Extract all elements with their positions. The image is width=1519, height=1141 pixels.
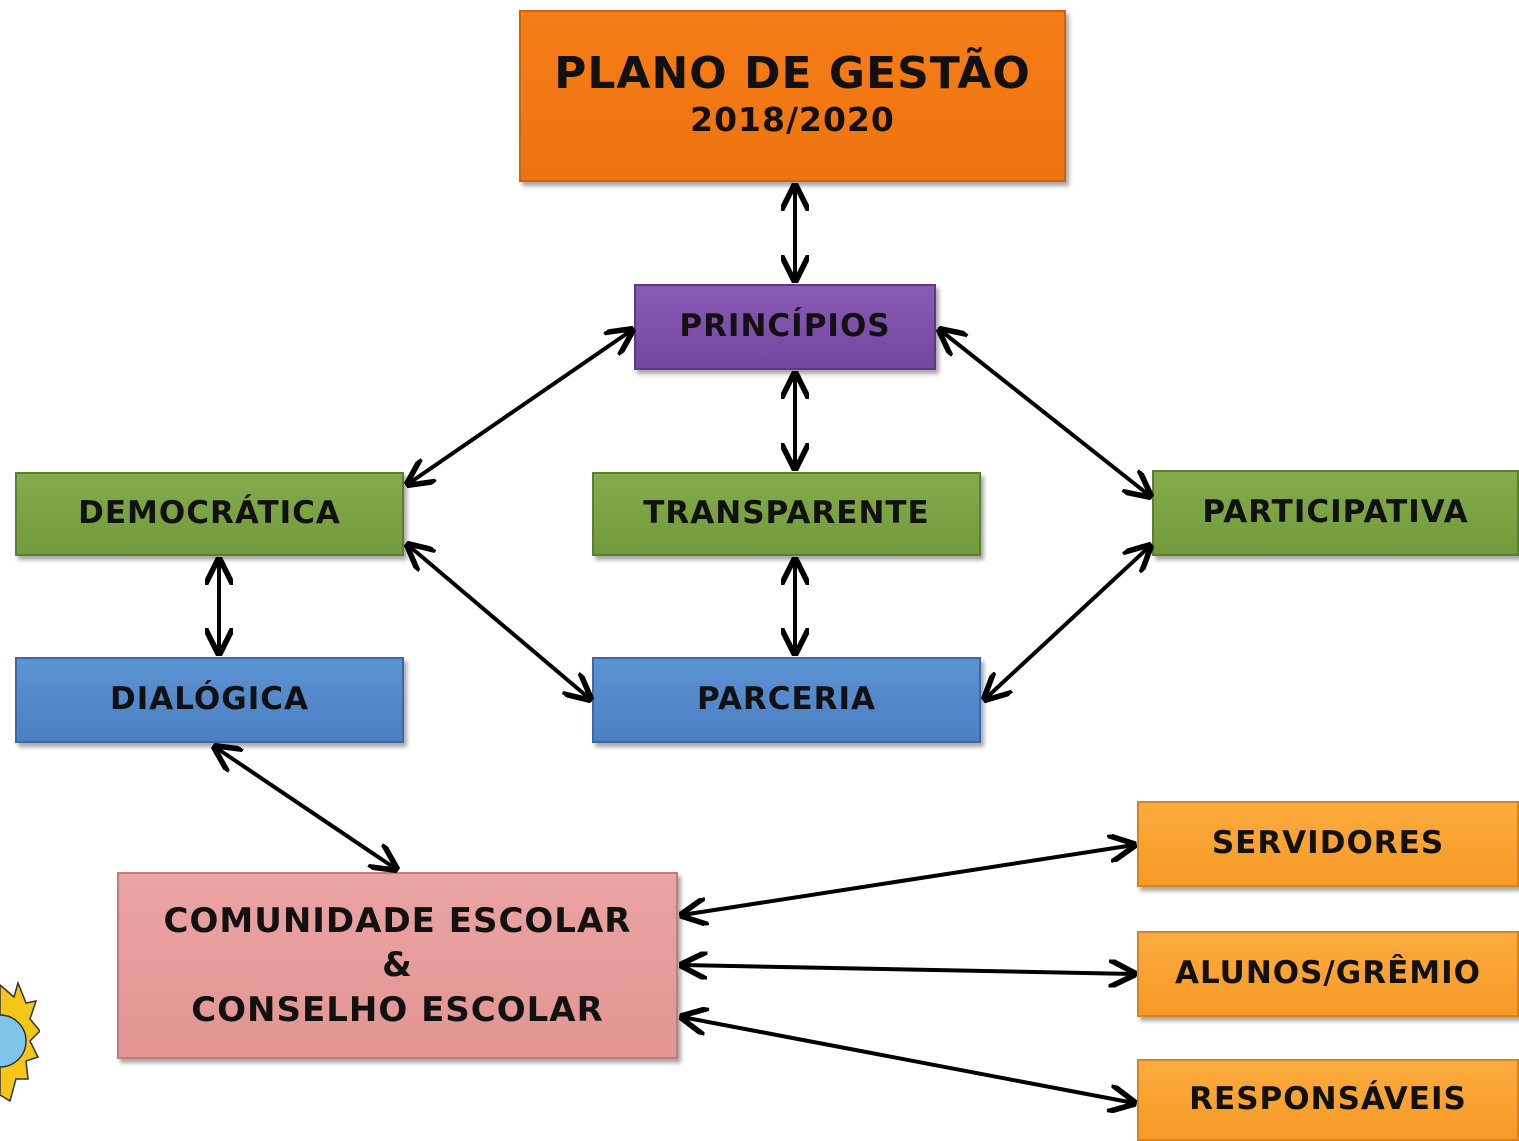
responsaveis-box: RESPONSÁVEIS — [1137, 1059, 1519, 1141]
arrow-comunidade-responsaveis — [682, 1017, 1134, 1103]
principios-label: PRINCÍPIOS — [679, 308, 891, 345]
arrow-comunidade-servidores — [682, 845, 1134, 915]
conselho-escolar-label: CONSELHO ESCOLAR — [191, 989, 604, 1030]
arrow-democratica-parceria — [408, 545, 590, 699]
democratica-label: DEMOCRÁTICA — [78, 495, 341, 532]
participativa-label: PARTICIPATIVA — [1202, 494, 1469, 531]
dialogica-box: DIALÓGICA — [15, 657, 404, 743]
transparente-box: TRANSPARENTE — [592, 472, 981, 556]
servidores-box: SERVIDORES — [1137, 801, 1519, 887]
arrow-principios-participativa — [940, 330, 1150, 496]
arrow-principios-democratica — [408, 330, 632, 484]
responsaveis-label: RESPONSÁVEIS — [1189, 1081, 1467, 1118]
alunos-gremio-box: ALUNOS/GRÊMIO — [1137, 931, 1519, 1017]
transparente-label: TRANSPARENTE — [643, 495, 930, 532]
parceria-label: PARCERIA — [696, 681, 877, 718]
plano-title: PLANO DE GESTÃO — [554, 48, 1031, 100]
plano-subtitle: 2018/2020 — [690, 99, 895, 139]
servidores-label: SERVIDORES — [1211, 825, 1445, 862]
gear-sun-logo-icon — [0, 980, 40, 1103]
arrow-comunidade-alunos — [682, 965, 1134, 974]
arrow-dialogica-comunidade — [215, 747, 396, 869]
alunos-gremio-label: ALUNOS/GRÊMIO — [1175, 955, 1481, 992]
dialogica-label: DIALÓGICA — [110, 681, 309, 718]
plano-de-gestao-box: PLANO DE GESTÃO 2018/2020 — [519, 10, 1066, 182]
participativa-box: PARTICIPATIVA — [1152, 470, 1519, 556]
comunidade-escolar-label: COMUNIDADE ESCOLAR — [163, 901, 632, 942]
ampersand-label: & — [382, 945, 413, 986]
democratica-box: DEMOCRÁTICA — [15, 472, 404, 556]
arrow-participativa-parceria — [985, 546, 1150, 699]
comunidade-conselho-box: COMUNIDADE ESCOLAR & CONSELHO ESCOLAR — [117, 872, 678, 1059]
